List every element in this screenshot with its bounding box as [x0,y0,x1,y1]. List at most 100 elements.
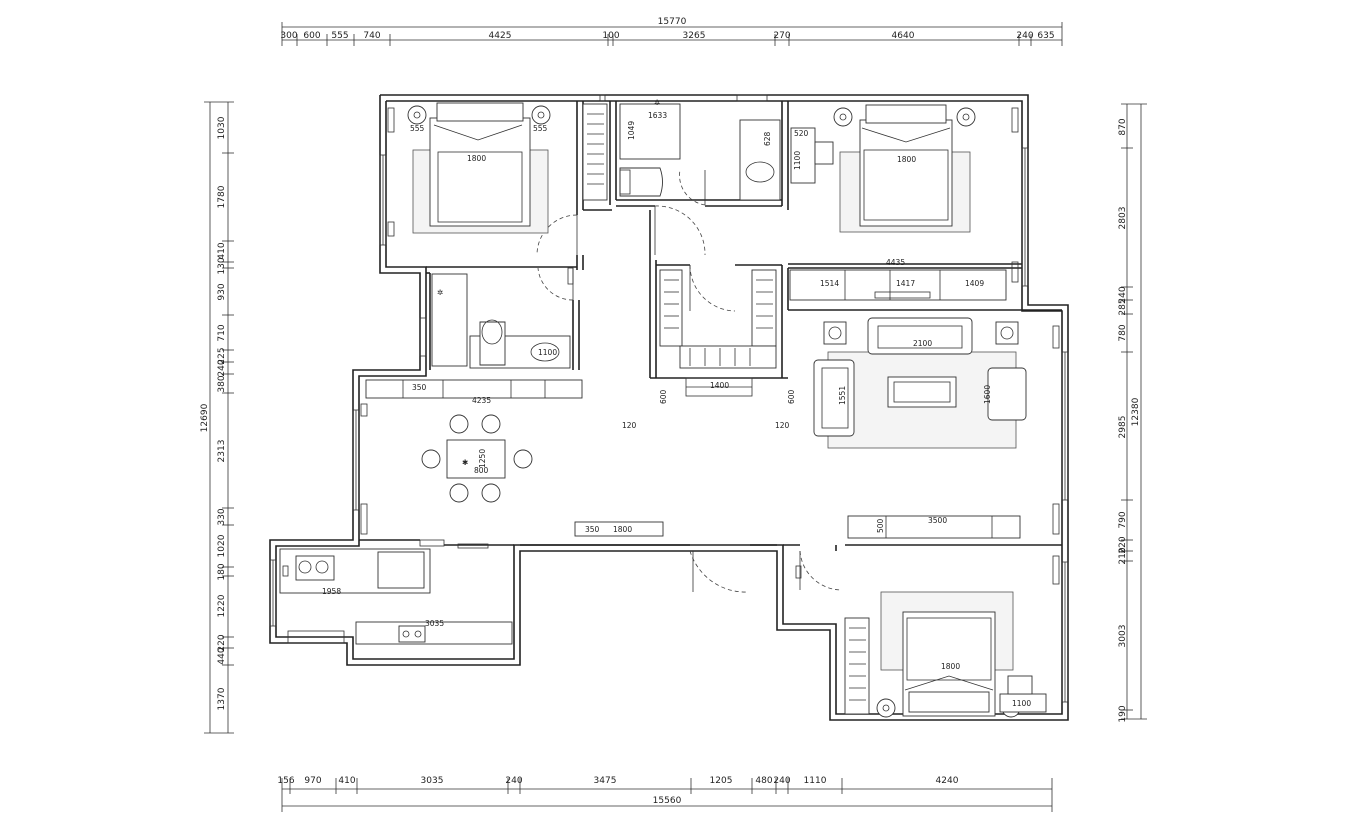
coffee-table [887,376,957,408]
bath-n-dim-b: 1049 [627,121,636,140]
left-dim-10: 2313 [217,440,227,463]
top-dimension-chain: 15770 300 600 555 740 4425 100 3265 270 … [280,17,1063,46]
toilet-icon [619,167,663,197]
main-sofa [867,317,973,355]
door-gap-right-label: 120 [775,421,790,430]
door-gap-left-label: 120 [622,421,637,430]
bottom-dimension-chain: 156 970 410 3035 240 3475 1205 480 240 1… [277,776,1053,812]
top-dim-3: 555 [331,31,348,41]
ne-desk-b: 1100 [793,151,802,170]
side-table-left [823,321,847,345]
windows [269,94,1069,703]
living-room: 2100 1551 1600 500 3500 [813,317,1027,539]
fridge [377,551,425,589]
dining-dim-b: 800 [474,466,489,475]
kitchen-counter-dim: 1958 [322,587,341,596]
entry-cabinet [365,379,583,399]
mid-bath-dim: 1100 [538,348,557,357]
bottom-dim-4: 3035 [421,776,444,786]
sink-icon [745,161,775,183]
shower-icon: ✲ [654,98,660,107]
top-dim-11: 635 [1037,31,1054,41]
cab-c: 1409 [965,279,984,288]
left-dim-16: 440 [217,647,227,664]
left-dim-17: 1370 [217,687,227,710]
ne-lamp-right-icon [956,107,976,127]
bottom-dim-10: 1110 [804,776,827,786]
entry-cabinet-len: 4235 [472,396,491,405]
nw-bedroom: 1800 555 555 [407,102,608,234]
left-dim-13: 180 [217,563,227,580]
dining-chair [481,414,501,434]
right-dim-9: 210 [1118,547,1128,564]
left-total-dim: 12690 [200,403,210,432]
left-dim-4: 130 [217,257,227,274]
se-chair [1007,675,1033,695]
kitchen-counter-bottom [355,621,513,645]
left-dim-11: 330 [217,508,227,525]
dining-chair [513,449,533,469]
se-lamp-left-icon [876,698,896,718]
side-sofa-len: 1551 [838,386,847,405]
right-dim-6: 2985 [1118,416,1128,439]
right-dim-1: 870 [1118,118,1128,135]
stove-icon [398,625,426,643]
left-dim-6: 710 [217,324,227,341]
tv-table-len: 3500 [928,516,947,525]
dining-chair [449,483,469,503]
ne-chair [814,141,834,165]
nw-lamp-left-icon [407,105,427,125]
left-dimension-chain: 12690 1030 1780 410 130 930 710 225 240 … [200,101,234,734]
dining-dim-a: 1250 [478,449,487,468]
cab-b: 1417 [896,279,915,288]
bottom-dim-8: 480 [755,776,772,786]
top-dim-6: 100 [602,31,619,41]
console-table [574,521,664,537]
kitchen: 1958 3035 [279,548,513,645]
kitchen-counter-b-dim: 3035 [425,619,444,628]
right-dim-3: 240 [1118,286,1128,303]
right-dimension-chain: 870 2803 240 285 780 2985 790 220 210 30… [1118,103,1147,723]
mid-shower-icon: ✲ [437,288,443,297]
dining-chair [481,483,501,503]
left-dim-3: 410 [217,242,227,259]
side-sofa [813,359,855,437]
right-dim-4: 285 [1118,298,1128,315]
dining-table [446,439,506,479]
top-dim-8: 270 [773,31,790,41]
console-len: 1800 [613,525,632,534]
top-dim-4: 740 [363,31,380,41]
nw-bed-width: 1800 [467,154,486,163]
top-dim-1: 300 [280,31,297,41]
right-dim-10: 3003 [1118,625,1128,648]
nw-nightstand-left: 555 [410,124,425,133]
bottom-total-dim: 15560 [653,796,682,806]
bottom-dim-7: 1205 [710,776,733,786]
north-bathroom: 1633 1049 628 ✲ [619,98,781,201]
sofa-len: 2100 [913,339,932,348]
bottom-dim-6: 3475 [594,776,617,786]
right-dim-7: 790 [1118,511,1128,528]
bottom-dim-2: 970 [304,776,321,786]
bath-n-dim-a: 1633 [648,111,667,120]
se-desk-dim: 1100 [1012,699,1031,708]
left-dim-1: 1030 [217,116,227,139]
ne-lamp-left-icon [833,107,853,127]
mid-bathroom: ✲ 1100 [431,273,571,369]
mid-toilet-icon [479,321,506,366]
hall-label-b: 600 [787,389,796,404]
radiators [282,107,1060,585]
left-dim-14: 1220 [217,594,227,617]
hall-label-a: 600 [659,389,668,404]
se-bed-width: 1800 [941,662,960,671]
walk-in-closet: 1400 [659,269,777,390]
top-dim-7: 3265 [683,31,706,41]
right-total-dim: 12380 [1131,397,1141,426]
bath-n-dim-c: 628 [763,131,772,146]
console-depth: 350 [585,525,600,534]
top-dim-5: 4425 [489,31,512,41]
right-dim-8: 220 [1118,536,1128,553]
dining-plant-icon: ✱ [462,458,468,467]
tv-wall-dim: 4435 [886,258,905,267]
